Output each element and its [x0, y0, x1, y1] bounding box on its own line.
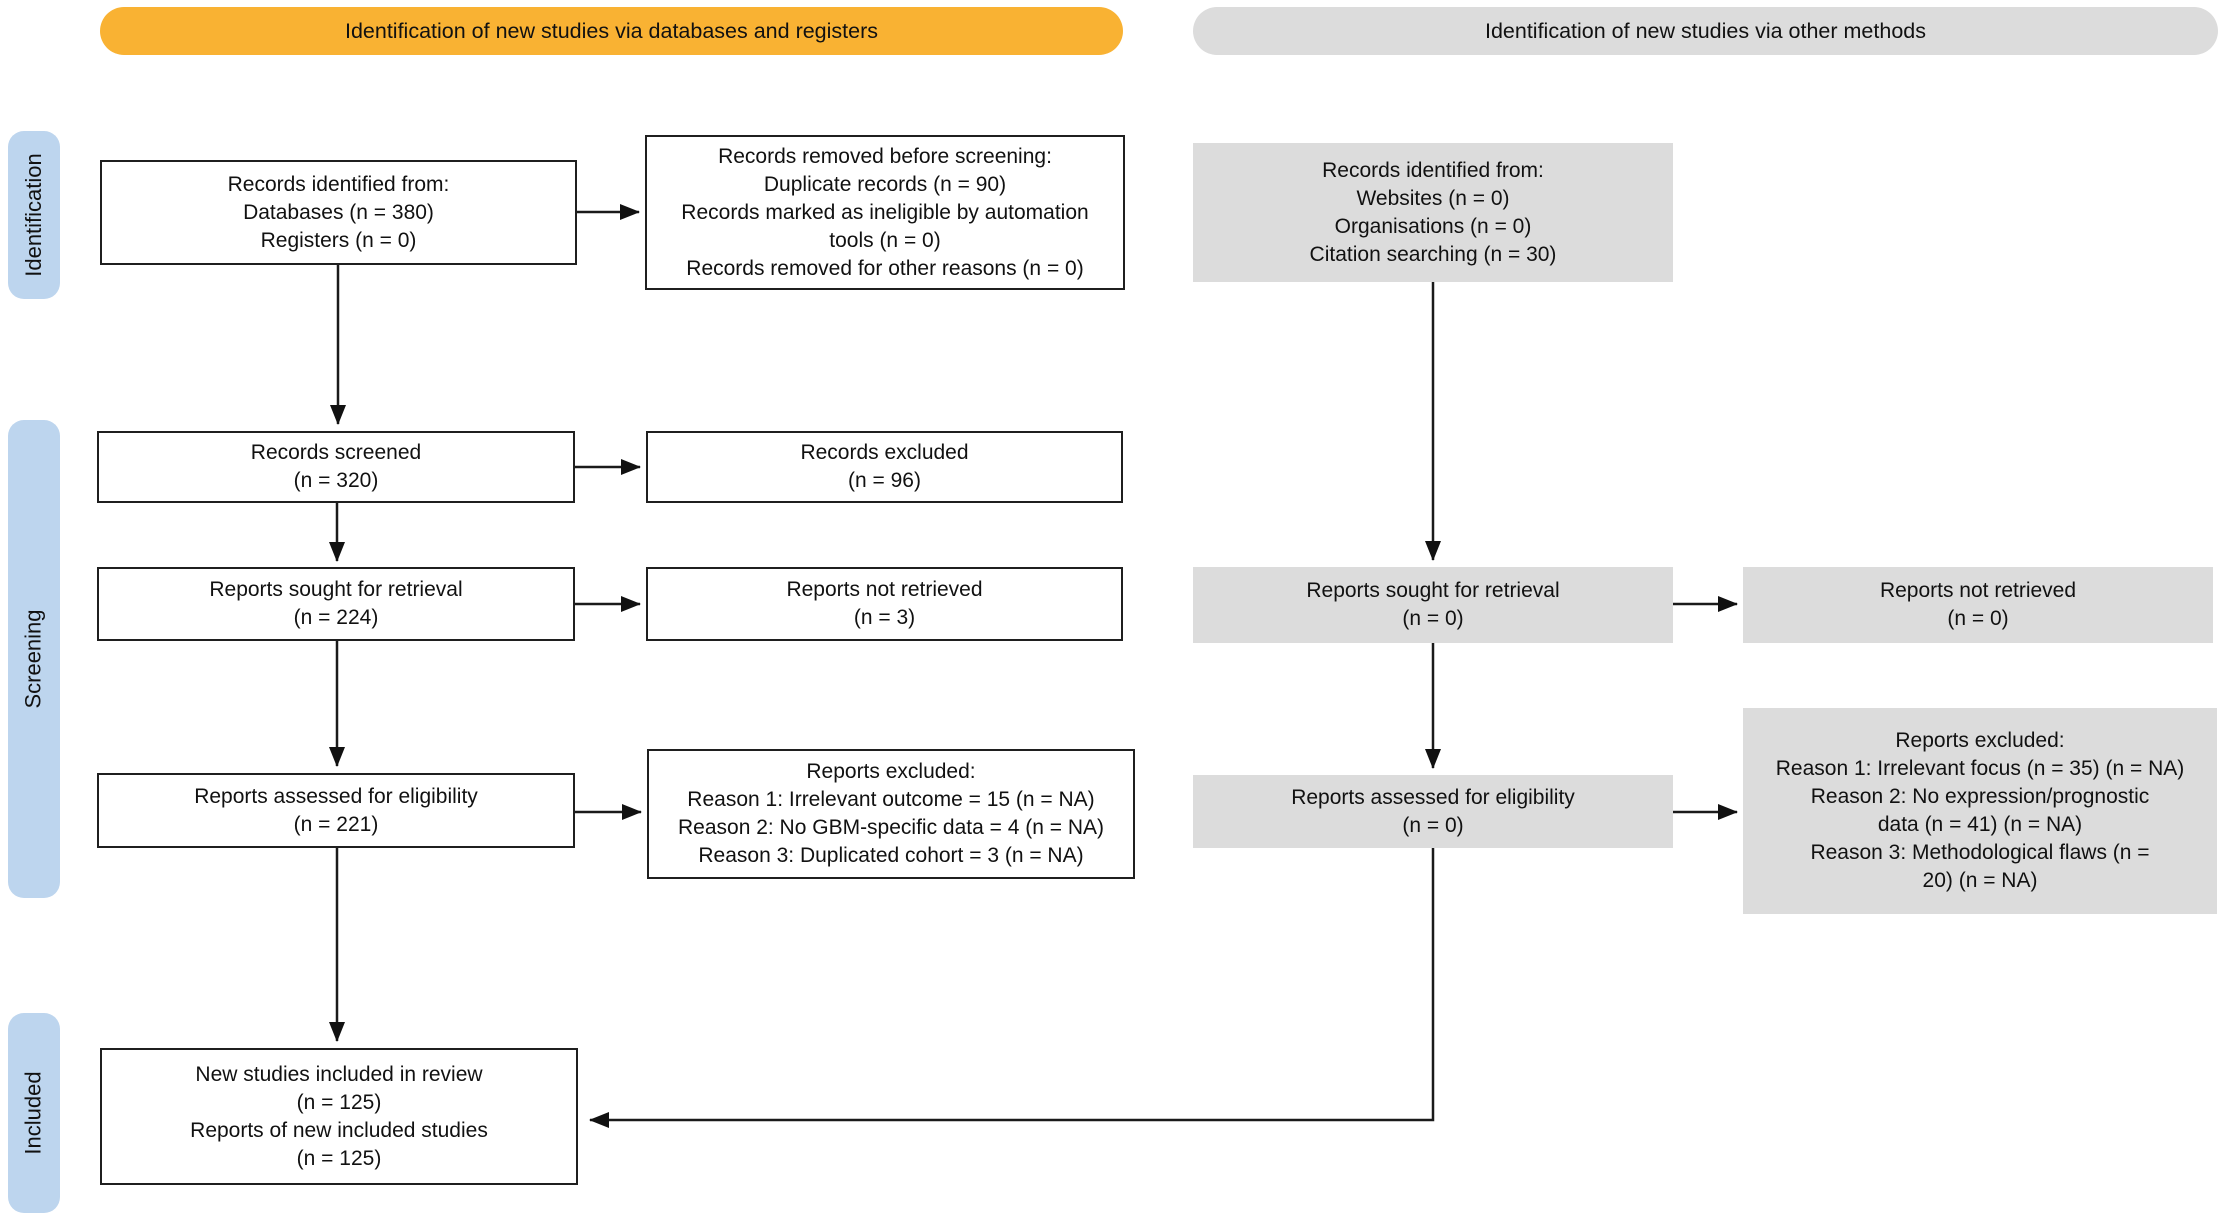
- box-line: data (n = 41) (n = NA): [1877, 813, 2083, 836]
- other-records-identified-box: Records identified from: Websites (n = 0…: [1193, 143, 1673, 282]
- stage-tab-screening: Screening: [8, 420, 60, 898]
- included-box: New studies included in review (n = 125)…: [100, 1048, 578, 1185]
- records-removed-box: Records removed before screening: Duplic…: [645, 135, 1125, 290]
- box-line: Records removed before screening:: [718, 144, 1052, 168]
- box-line: Records removed for other reasons (n = 0…: [686, 256, 1084, 280]
- box-line: Reports sought for retrieval: [209, 578, 463, 601]
- box-line: Reports assessed for eligibility: [1291, 785, 1575, 809]
- box-line: New studies included in review: [195, 1062, 483, 1086]
- box-line: Reports excluded:: [806, 760, 976, 783]
- records-excluded-box: Records excluded (n = 96): [646, 431, 1123, 503]
- stage-screening-label: Screening: [21, 609, 47, 709]
- box-line: (n = 0): [1947, 607, 2009, 630]
- box-line: (n = 125): [296, 1090, 382, 1114]
- stage-included-label: Included: [21, 1071, 46, 1155]
- box-line: Organisations (n = 0): [1334, 214, 1532, 238]
- banner-databases-registers: Identification of new studies via databa…: [100, 7, 1123, 55]
- box-line: (n = 221): [293, 812, 379, 836]
- box-line: (n = 0): [1402, 813, 1464, 837]
- box-line: Reports sought for retrieval: [1306, 579, 1560, 602]
- box-line: Websites (n = 0): [1356, 186, 1510, 210]
- records-identified-box: Records identified from: Databases (n = …: [100, 160, 577, 265]
- box-line: Records excluded: [800, 441, 969, 464]
- banner-other-methods: Identification of new studies via other …: [1193, 7, 2218, 55]
- box-line: tools (n = 0): [829, 228, 941, 252]
- box-line: Records marked as ineligible by automati…: [681, 200, 1089, 224]
- box-line: (n = 125): [296, 1146, 382, 1170]
- box-line: Reason 3: Methodological flaws (n =: [1810, 841, 2150, 864]
- box-line: Reports assessed for eligibility: [194, 784, 478, 808]
- reports-excluded-box: Reports excluded: Reason 1: Irrelevant o…: [647, 749, 1135, 879]
- box-line: Reason 1: Irrelevant outcome = 15 (n = N…: [687, 788, 1095, 811]
- other-reports-not-retrieved-box: Reports not retrieved (n = 0): [1743, 567, 2213, 643]
- box-line: Reason 3: Duplicated cohort = 3 (n = NA): [698, 844, 1084, 867]
- banner-other-label: Identification of new studies via other …: [1484, 18, 1926, 43]
- stage-tab-identification: Identification: [8, 131, 60, 299]
- box-line: (n = 320): [293, 469, 379, 492]
- other-reports-sought-box: Reports sought for retrieval (n = 0): [1193, 567, 1673, 643]
- box-line: Records screened: [250, 441, 422, 464]
- other-reports-excluded-box: Reports excluded: Reason 1: Irrelevant f…: [1743, 708, 2217, 914]
- box-line: Databases (n = 380): [243, 200, 434, 224]
- reports-not-retrieved-box: Reports not retrieved (n = 3): [646, 567, 1123, 641]
- box-line: (n = 224): [293, 606, 379, 629]
- box-line: Duplicate records (n = 90): [763, 172, 1007, 196]
- box-line: 20) (n = NA): [1922, 869, 2038, 892]
- box-line: Reason 1: Irrelevant focus (n = 35) (n =…: [1775, 757, 2185, 780]
- reports-sought-box: Reports sought for retrieval (n = 224): [97, 567, 575, 641]
- box-line: Reports not retrieved: [1879, 579, 2077, 602]
- box-line: Citation searching (n = 30): [1309, 242, 1557, 266]
- box-line: (n = 3): [853, 606, 916, 629]
- box-line: Reports not retrieved: [786, 578, 983, 601]
- box-line: Registers (n = 0): [260, 228, 417, 252]
- box-line: Reports excluded:: [1895, 729, 2065, 752]
- other-reports-assessed-box: Reports assessed for eligibility (n = 0): [1193, 775, 1673, 848]
- arrow-other-assessed-to-included: [589, 848, 1435, 1128]
- box-line: Reason 2: No GBM-specific data = 4 (n = …: [677, 816, 1105, 839]
- box-line: Records identified from:: [227, 172, 450, 196]
- records-screened-box: Records screened (n = 320): [97, 431, 575, 503]
- box-line: (n = 0): [1402, 607, 1464, 630]
- box-line: Records identified from:: [1322, 158, 1544, 182]
- stage-identification-label: Identification: [21, 153, 46, 277]
- stage-tab-included: Included: [8, 1013, 60, 1213]
- banner-databases-label: Identification of new studies via databa…: [344, 18, 879, 43]
- box-line: Reports of new included studies: [190, 1118, 488, 1142]
- box-line: (n = 96): [848, 469, 921, 492]
- box-line: Reason 2: No expression/prognostic: [1810, 785, 2150, 808]
- reports-assessed-box: Reports assessed for eligibility (n = 22…: [97, 773, 575, 848]
